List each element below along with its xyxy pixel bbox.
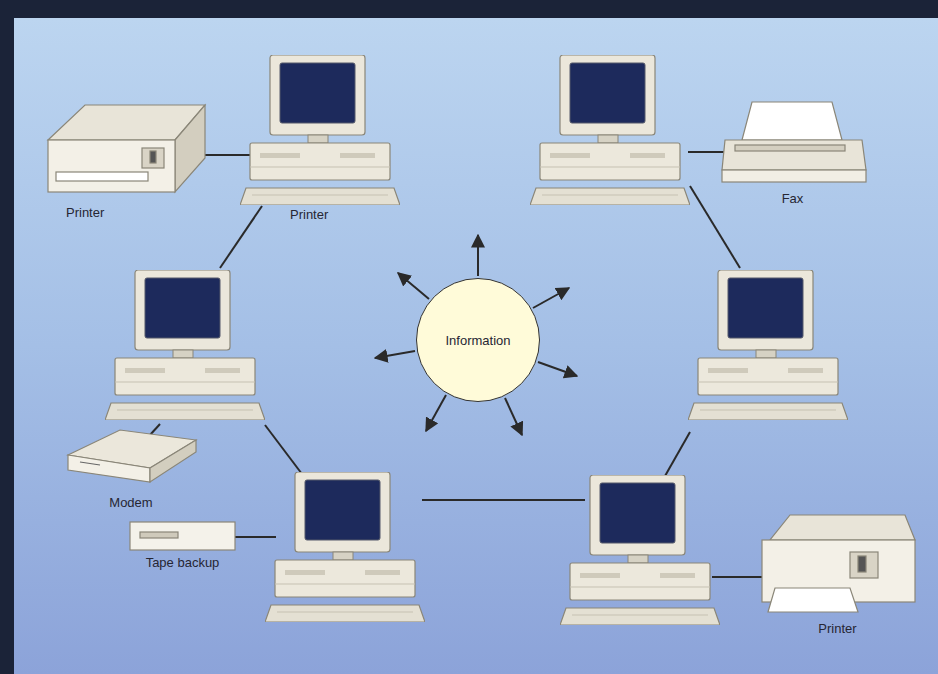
information-circle: Information [416, 278, 540, 402]
device-label: Printer [66, 205, 104, 220]
printer-illustration [762, 515, 915, 612]
computer [530, 55, 690, 205]
ring-cables [220, 186, 740, 500]
computer-label: Printer [290, 207, 328, 222]
printer-illustration [48, 105, 205, 192]
device-label: Printer [818, 621, 856, 636]
circle-label: Information [445, 333, 510, 348]
computer [688, 270, 848, 420]
device-label: Fax [782, 191, 804, 206]
printer-node: Printer [755, 512, 920, 638]
tape-backup-node: Tape backup [125, 518, 240, 572]
information-arrows [375, 235, 577, 435]
printer-node: Printer [42, 98, 212, 222]
modem-node: Modem [62, 420, 200, 512]
fax-node: Fax [715, 100, 870, 208]
tape-backup-illustration [130, 522, 235, 550]
computer [240, 55, 400, 205]
device-label: Tape backup [146, 555, 220, 570]
fax-illustration [722, 102, 866, 182]
modem-illustration [68, 430, 196, 482]
computer [105, 270, 265, 420]
computer [560, 475, 720, 625]
device-label: Modem [109, 495, 152, 510]
computer [265, 472, 425, 622]
panel [14, 18, 938, 674]
